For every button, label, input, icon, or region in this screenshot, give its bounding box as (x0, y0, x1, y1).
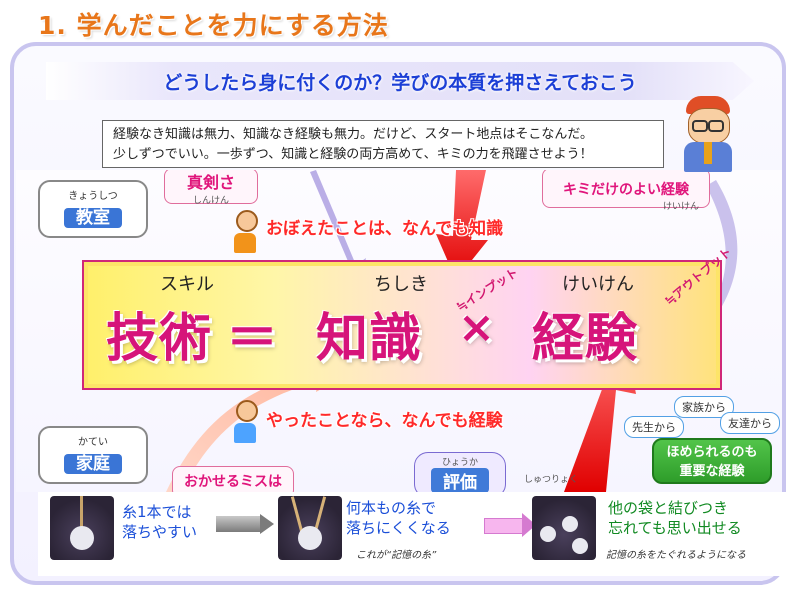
label-good-experience: キミだけのよい経験 けいけん (542, 170, 710, 212)
info-line-2: 少しずつでいい。一歩ずつ、知識と経験の両方高めて、キミの力を飛躍させよう！ (113, 147, 593, 162)
child-icon-top (234, 210, 258, 256)
label-mistakes: おかせるミスは (172, 466, 294, 492)
teacher-character-icon (676, 96, 740, 176)
room-classroom: きょうしつ 教室 (38, 180, 148, 238)
formula-experience: 経験 (532, 309, 639, 369)
info-line-1: 経験なき知識は無力、知識なき経験も無力。だけど、スタート地点はそこなんだ。 (113, 127, 593, 142)
formula-skill-ruby: スキル (160, 274, 214, 295)
room-classroom-label: 教室 (64, 208, 122, 228)
label-evaluation: ひょうか 評価 (414, 452, 506, 492)
room-home: かてい 家庭 (38, 426, 148, 484)
label-seriousness: 真剣さ しんけん (164, 170, 258, 206)
gray-arrow-head-icon (260, 514, 274, 534)
bubble-teacher: 先生から (624, 416, 684, 438)
red-arrow-top (436, 170, 488, 280)
pink-arrow-icon (484, 518, 524, 534)
bubble-friends: 友達から (720, 412, 780, 434)
multi-thread-bag-image (278, 496, 342, 560)
formula-knowledge: 知識 (316, 309, 423, 369)
child-icon-bottom (234, 400, 258, 446)
formula-times: × (458, 302, 496, 353)
main-diagram: 真剣さ しんけん キミだけのよい経験 けいけん きょうしつ 教室 かてい 家庭 … (16, 170, 782, 492)
formula-knowledge-ruby: ちしき (374, 274, 428, 295)
gray-arrow-icon (216, 516, 260, 532)
step-2-note: これが“記憶の糸” (356, 550, 437, 561)
single-thread-bag-image (50, 496, 114, 560)
purple-arrow-right (688, 180, 738, 345)
room-home-label: 家庭 (64, 454, 122, 474)
banner-text: どうしたら身に付くのか？学びの本質を押さえておこう (163, 71, 637, 94)
formula-equals: ＝ (226, 309, 280, 369)
linked-bags-image (532, 496, 596, 560)
formula-box: スキル ちしき けいけん 技術 ＝ 知識 × 経験 (82, 260, 722, 390)
praise-box: ほめられるのも 重要な経験 (652, 438, 772, 484)
memory-steps: 糸1本では 落ちやすい 何本もの糸で 落ちにくくなる これが“記憶の糸” 他の袋… (38, 492, 786, 576)
info-box: 経験なき知識は無力、知識なき経験も無力。だけど、スタート地点はそこなんだ。 少し… (102, 120, 664, 168)
page-title: 1. 学んだことを力にする方法 (38, 11, 389, 40)
step-3-note: 記憶の糸をたぐれるようになる (606, 550, 746, 561)
formula-skill: 技術 (106, 309, 213, 369)
formula-experience-ruby: けいけん (562, 274, 634, 295)
bubble-family: 家族から (674, 396, 734, 418)
step-1-text: 糸1本では 落ちやすい (122, 503, 198, 541)
purple-arrow-left (310, 170, 366, 280)
step-2-text: 何本もの糸で 落ちにくくなる (346, 499, 451, 537)
step-3-text: 他の袋と結びつき 忘れても思い出せる (608, 499, 742, 537)
caption-knowledge: おぼえたことは、なんでも知識 (266, 219, 504, 239)
banner: どうしたら身に付くのか？学びの本質を押さえておこう (46, 62, 754, 100)
caption-experience: やったことなら、なんでも経験 (266, 411, 503, 431)
label-output-ruby: しゅつりょく (524, 475, 579, 485)
